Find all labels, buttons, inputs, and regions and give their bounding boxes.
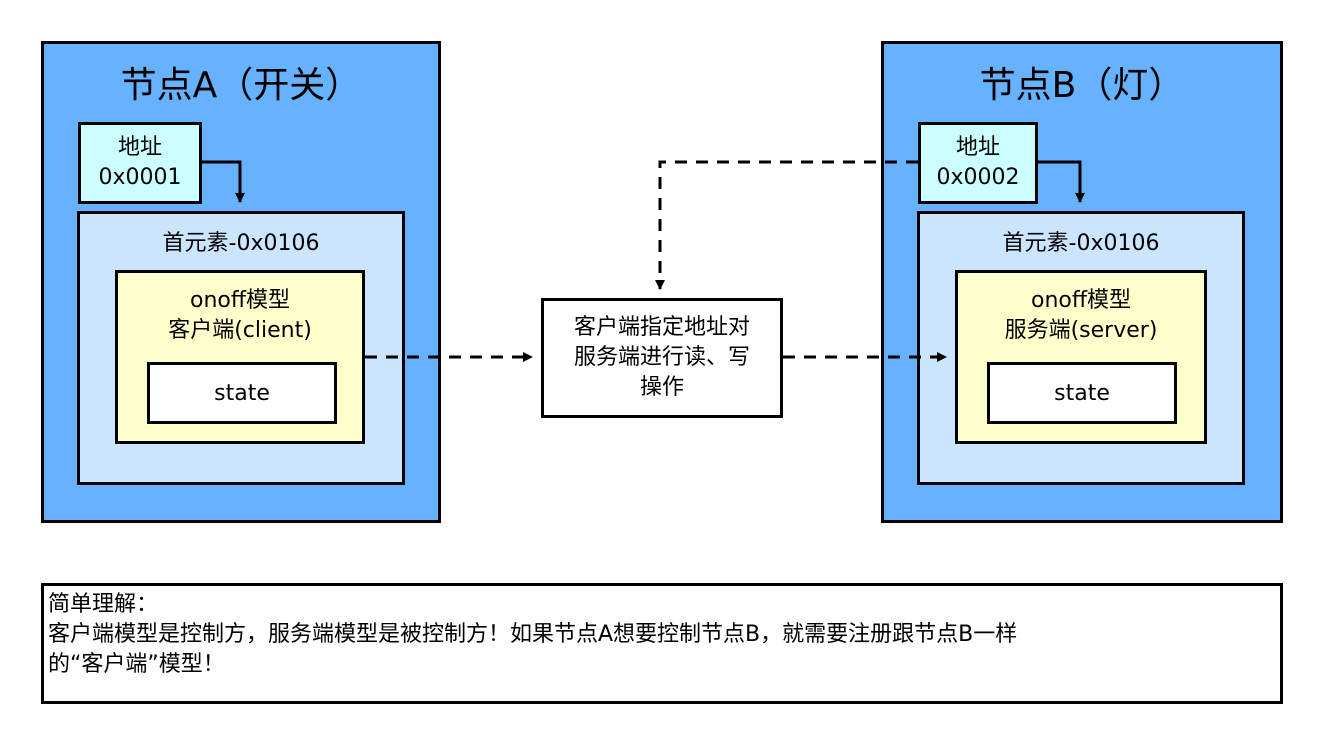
node-a-state-label: state (214, 380, 270, 406)
node-a-state: state (147, 362, 337, 424)
node-b-model-title: onoff模型 服务端(server) (958, 286, 1204, 346)
arrow-node-b-address-to-element (1038, 160, 1085, 203)
node-b-address-label: 地址 (955, 135, 1000, 160)
node-b-model-line1: onoff模型 (1030, 288, 1132, 313)
note-line3: 的“客户端”模型！ (48, 652, 225, 677)
node-b-address: 地址 0x0002 (918, 122, 1038, 204)
note-box: 简单理解： 客户端模型是控制方，服务端模型是被控制方！如果节点A想要控制节点B，… (41, 583, 1283, 704)
arrow-node-b-address-to-center (655, 160, 918, 290)
node-b-element-title: 首元素-0x0106 (1002, 231, 1160, 256)
center-operation-box: 客户端指定地址对 服务端进行读、写 操作 (541, 298, 783, 418)
center-line2: 服务端进行读、写 (573, 345, 750, 370)
node-b-title: 节点B（灯） (979, 65, 1185, 106)
node-a-title: 节点A（开关） (120, 65, 362, 106)
center-line3: 操作 (639, 375, 684, 400)
node-a-address: 地址 0x0001 (78, 122, 202, 204)
node-a-model-title: onoff模型 客户端(client) (118, 286, 362, 346)
note-line2: 客户端模型是控制方，服务端模型是被控制方！如果节点A想要控制节点B，就需要注册跟… (48, 622, 1018, 647)
node-a-address-label: 地址 (117, 135, 162, 160)
node-b-state: state (987, 362, 1177, 424)
note-line1: 简单理解： (48, 592, 159, 617)
node-b-state-label: state (1054, 380, 1110, 406)
node-a-address-value: 0x0001 (98, 165, 182, 190)
node-b-model-line2: 服务端(server) (1004, 318, 1158, 343)
center-line1: 客户端指定地址对 (573, 315, 750, 340)
node-a-element-title: 首元素-0x0106 (162, 231, 320, 256)
arrow-node-a-address-to-element (202, 160, 245, 203)
node-a-model-line2: 客户端(client) (168, 318, 312, 343)
node-a-model-line1: onoff模型 (189, 288, 291, 313)
node-b-address-value: 0x0002 (936, 165, 1020, 190)
